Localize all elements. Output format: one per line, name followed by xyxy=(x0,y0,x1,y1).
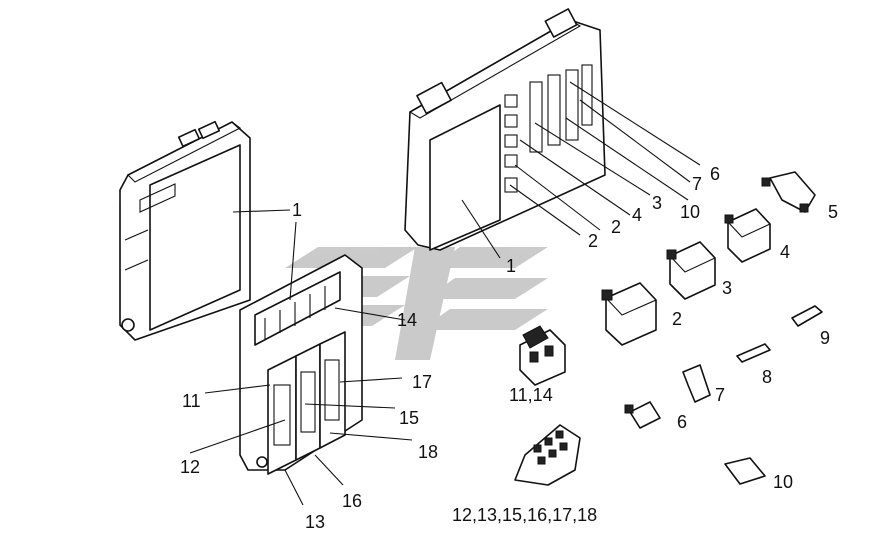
label-3-top: 3 xyxy=(652,193,662,213)
label-8: 8 xyxy=(762,367,772,387)
label-14: 14 xyxy=(397,310,417,330)
label-9: 9 xyxy=(820,328,830,348)
label-2-relay: 2 xyxy=(672,309,682,329)
label-2-top-b: 2 xyxy=(588,231,598,251)
label-11: 11 xyxy=(182,391,201,411)
label-13: 13 xyxy=(305,512,325,532)
label-10-top: 10 xyxy=(680,202,700,222)
label-6-fuse: 6 xyxy=(677,412,687,432)
label-4-top: 4 xyxy=(632,205,642,225)
fuse-box-cover-right-icon xyxy=(404,8,606,251)
label-4-relay: 4 xyxy=(780,242,790,262)
leader-lines xyxy=(189,81,701,506)
label-6-top: 6 xyxy=(710,164,720,184)
jumper-9-icon xyxy=(791,305,823,327)
relay-mini-icon xyxy=(761,171,816,213)
relay-small-icon xyxy=(724,208,771,263)
label-18: 18 xyxy=(418,442,438,462)
label-7-top: 7 xyxy=(692,174,702,194)
label-1-right: 1 xyxy=(506,256,516,276)
callout-labels: 1 1 14 17 11 15 12 18 16 13 6 7 10 3 4 2… xyxy=(180,164,838,532)
label-12: 12 xyxy=(180,457,200,477)
fuse-holder-icon xyxy=(519,325,566,386)
label-16: 16 xyxy=(342,491,362,511)
label-3-relay: 3 xyxy=(722,278,732,298)
label-7-clip: 7 xyxy=(715,385,725,405)
relay-medium-icon xyxy=(666,241,716,300)
jumper-8-icon xyxy=(736,343,771,363)
relay-large-icon xyxy=(601,282,657,346)
clip-7-icon xyxy=(682,364,711,403)
label-group: 12,13,15,16,17,18 xyxy=(452,505,597,525)
label-11-14: 11,14 xyxy=(509,385,553,405)
fuse-6-icon xyxy=(624,401,661,429)
label-15: 15 xyxy=(399,408,419,428)
label-17: 17 xyxy=(412,372,432,392)
jumper-10-icon xyxy=(724,457,766,485)
label-10-jumper: 10 xyxy=(773,472,793,492)
label-2-top-a: 2 xyxy=(611,217,621,237)
fuse-puller-icon xyxy=(514,424,581,486)
fuse-box-body-icon xyxy=(239,254,363,475)
label-1-left: 1 xyxy=(292,200,302,220)
label-5: 5 xyxy=(828,202,838,222)
fuse-box-cover-left-icon xyxy=(119,120,251,341)
